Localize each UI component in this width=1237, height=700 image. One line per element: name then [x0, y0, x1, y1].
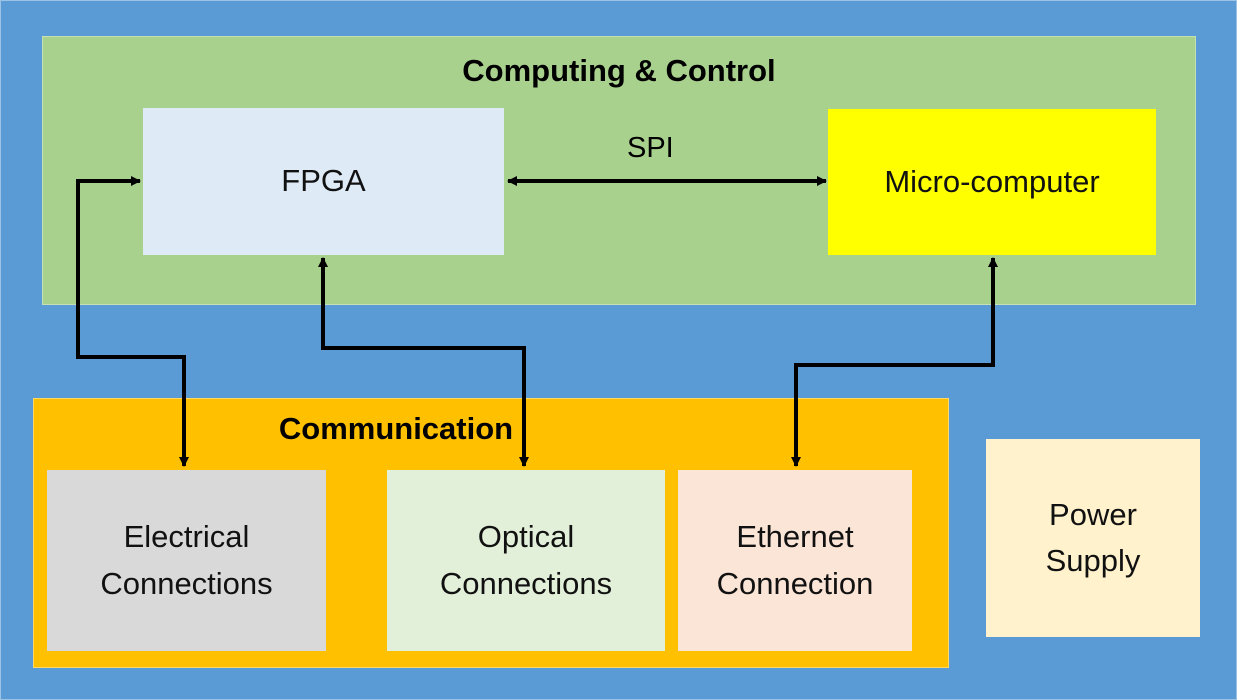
optical-line2: Connections	[439, 565, 613, 601]
optical-connections-block: Optical Connections	[387, 470, 665, 651]
optical-line1: Optical	[477, 519, 575, 554]
ethernet-line1: Ethernet	[736, 519, 854, 554]
electrical-connections-block: Electrical Connections	[47, 470, 326, 651]
ethernet-connection-block: Ethernet Connection	[678, 470, 912, 651]
micro-computer-block: Micro-computer	[828, 109, 1156, 255]
computing-control-title: Computing & Control	[462, 53, 776, 88]
fpga-label: FPGA	[281, 163, 366, 199]
spi-label: SPI	[627, 132, 674, 164]
electrical-line1: Electrical	[123, 519, 250, 554]
fpga-optical-arrow	[318, 257, 529, 467]
power-line1: Power	[1049, 496, 1137, 532]
fpga-block: FPGA	[143, 108, 504, 255]
fpga-electrical-arrow	[76, 176, 189, 467]
ethernet-line2: Connection	[716, 565, 874, 601]
power-line2: Supply	[1045, 543, 1141, 578]
electrical-line2: Connections	[100, 565, 273, 601]
micro-computer-label: Micro-computer	[884, 163, 1100, 199]
micro-ethernet-arrow	[791, 257, 998, 467]
power-supply-block: Power Supply	[986, 439, 1200, 637]
